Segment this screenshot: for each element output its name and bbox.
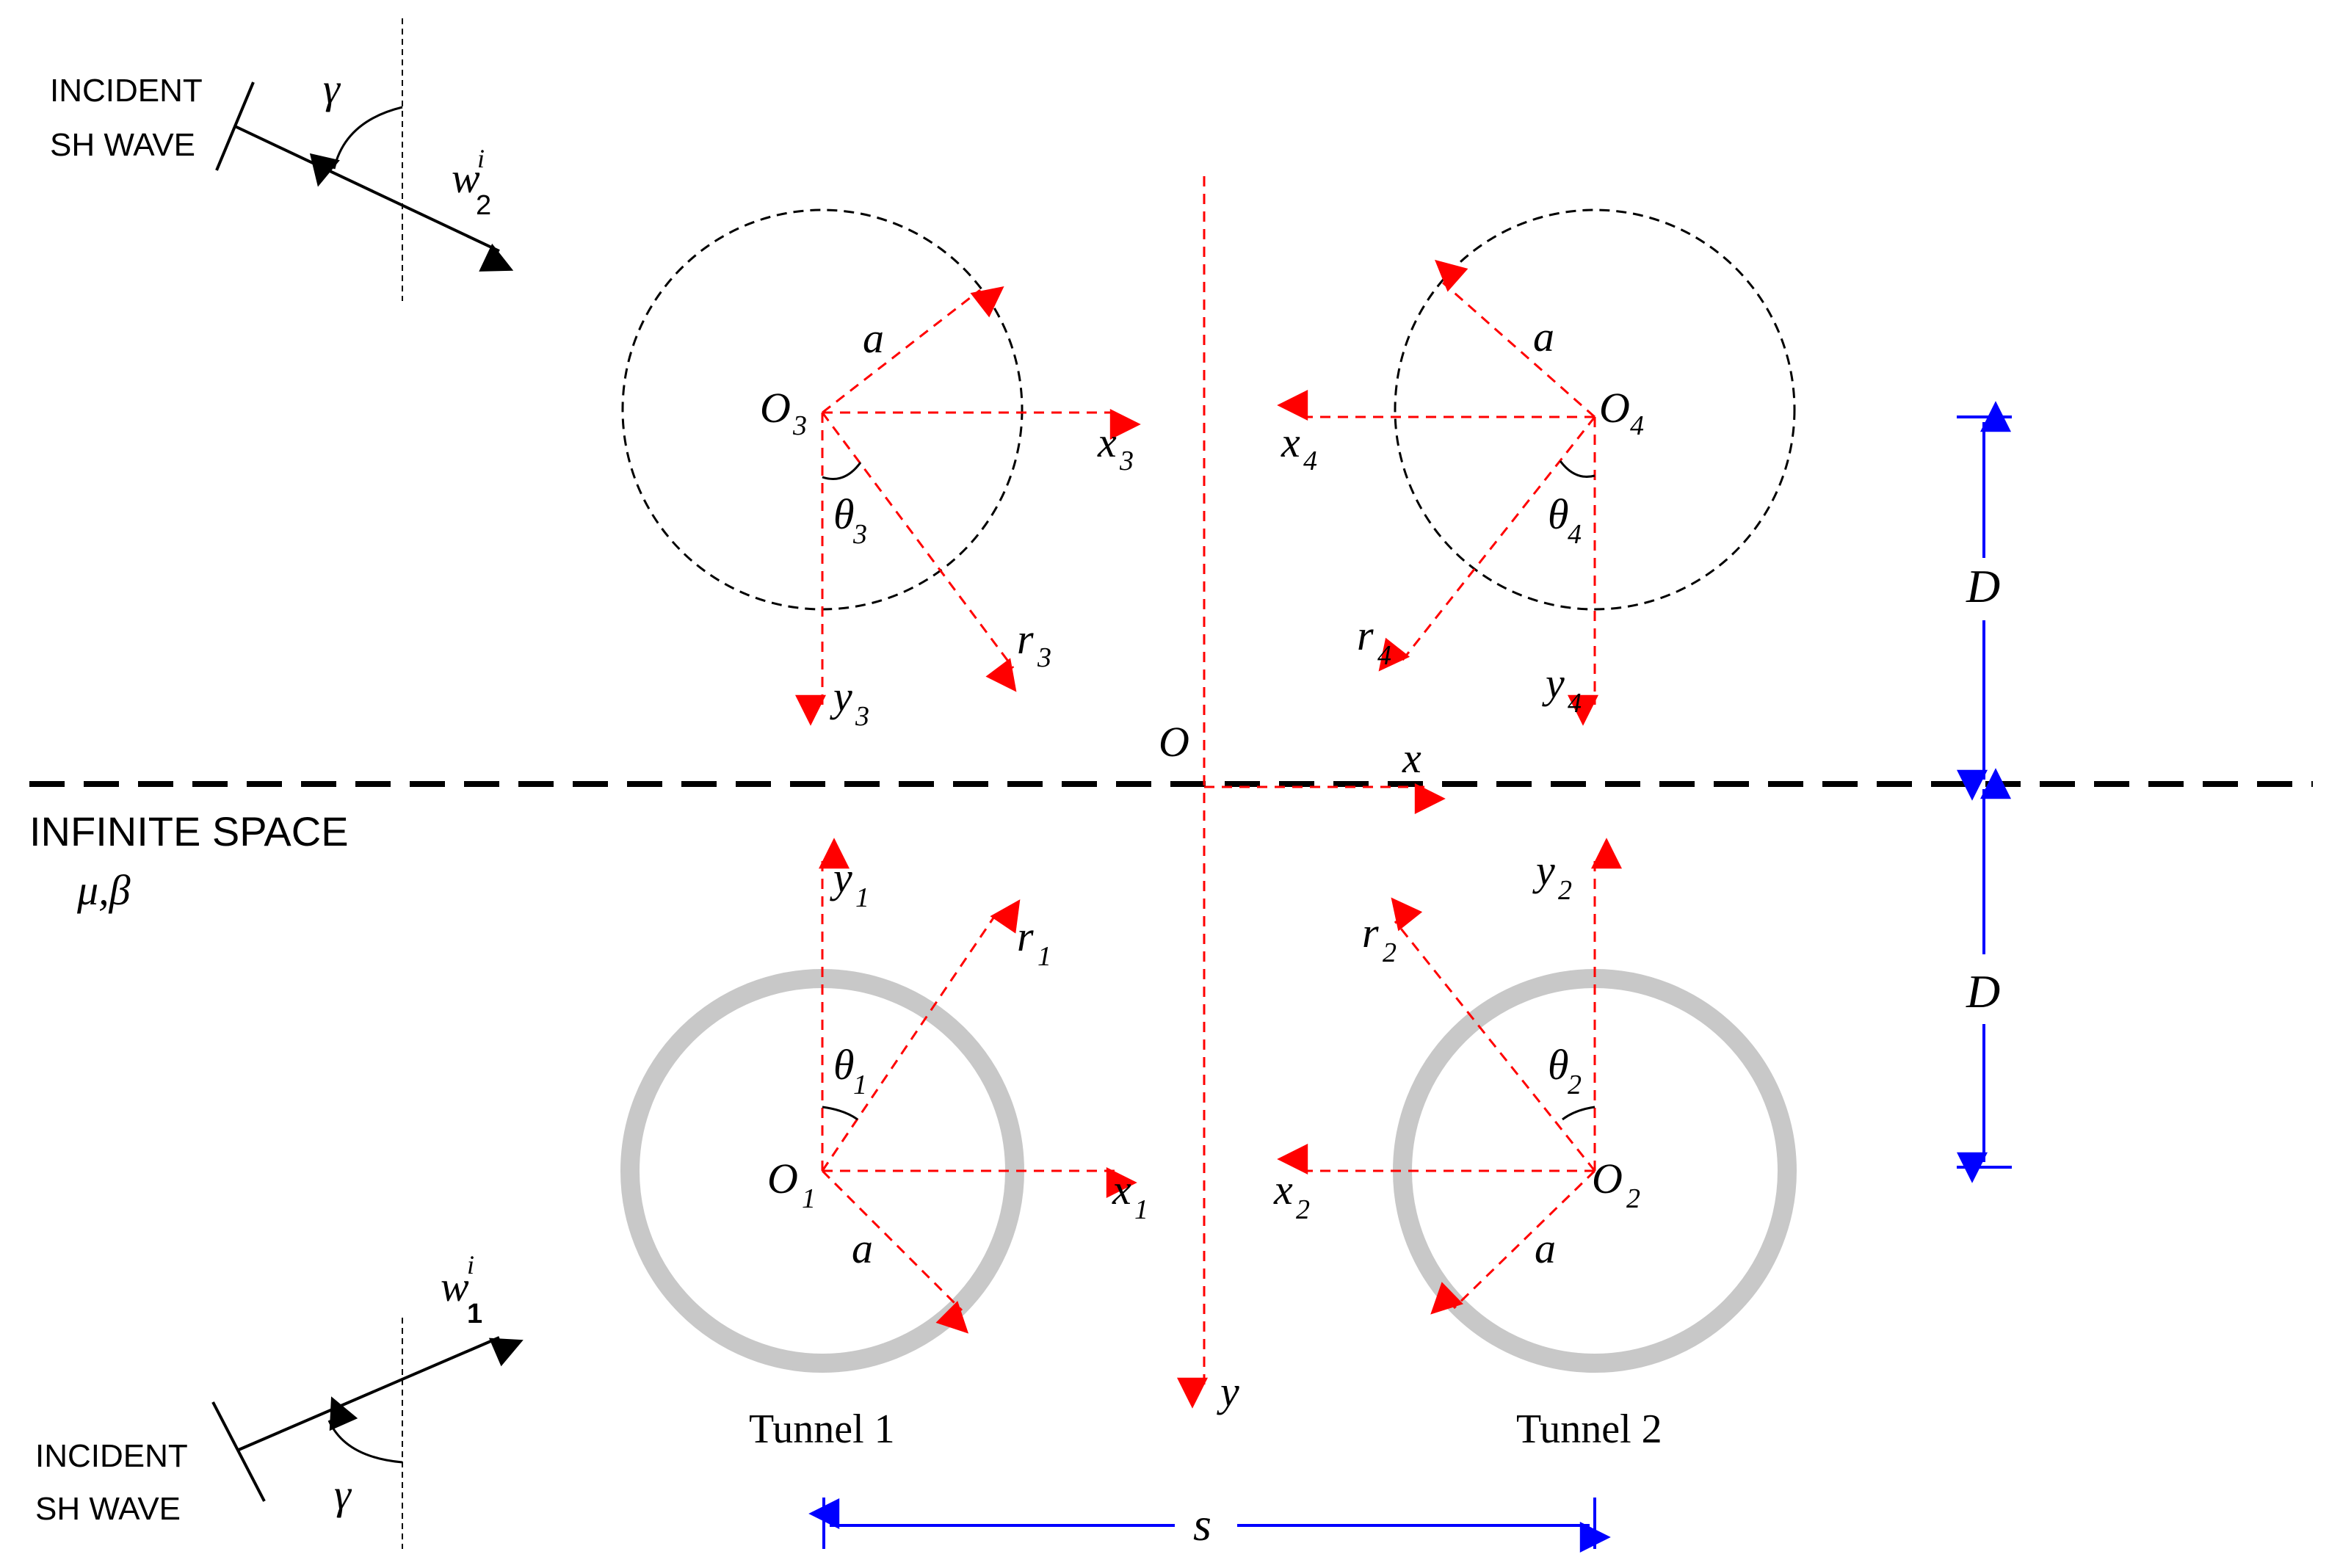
r2-sub: 2 bbox=[1383, 937, 1397, 968]
w-bottom-sub: 1 bbox=[467, 1299, 482, 1329]
x1-label: x bbox=[1112, 1166, 1131, 1213]
tunnel-1-caption: Tunnel 1 bbox=[749, 1407, 895, 1452]
theta-arc-4 bbox=[1559, 460, 1595, 478]
x-axis-label: x bbox=[1402, 734, 1421, 782]
incident-bottom-line1: INCIDENT bbox=[35, 1438, 188, 1474]
theta1-label: θ bbox=[833, 1041, 855, 1089]
x4-sub: 4 bbox=[1303, 446, 1317, 476]
y2-label: y bbox=[1532, 846, 1555, 894]
coord-system-3 bbox=[795, 286, 1141, 726]
O1-label: O bbox=[767, 1155, 798, 1202]
s-label: s bbox=[1193, 1498, 1211, 1550]
a-label-1: a bbox=[852, 1224, 873, 1272]
theta4-label: θ bbox=[1548, 490, 1569, 538]
r3-sub: 3 bbox=[1037, 642, 1051, 673]
O4-sub: 4 bbox=[1630, 410, 1644, 441]
y-axis-label: y bbox=[1217, 1368, 1239, 1415]
dimension-s bbox=[808, 1498, 1611, 1553]
theta2-sub: 2 bbox=[1568, 1070, 1582, 1100]
coord-system-2 bbox=[1277, 838, 1622, 1315]
O4-label: O bbox=[1599, 384, 1630, 432]
w-top: w bbox=[452, 154, 480, 202]
y1-sub: 1 bbox=[855, 882, 869, 913]
O2-sub: 2 bbox=[1626, 1183, 1640, 1214]
D-label-bottom: D bbox=[1966, 965, 2000, 1017]
incident-wave-top bbox=[215, 18, 514, 301]
incident-bottom-line2: SH WAVE bbox=[35, 1491, 181, 1527]
r1-label: r bbox=[1017, 912, 1034, 960]
x4-label: x bbox=[1281, 418, 1300, 466]
dimension-D bbox=[1957, 401, 2012, 1183]
x1-sub: 1 bbox=[1134, 1194, 1148, 1225]
x3-sub: 3 bbox=[1119, 446, 1134, 476]
tunnel-2-caption: Tunnel 2 bbox=[1516, 1407, 1662, 1452]
y1-label: y bbox=[830, 854, 852, 901]
gamma-bottom: γ bbox=[334, 1470, 352, 1518]
coord-system-1 bbox=[819, 838, 1137, 1334]
coord-system-4 bbox=[1277, 259, 1598, 726]
x2-sub: 2 bbox=[1296, 1194, 1310, 1225]
theta2-label: θ bbox=[1548, 1041, 1569, 1089]
a-label-2: a bbox=[1535, 1224, 1556, 1272]
r4-label: r bbox=[1357, 611, 1374, 659]
theta-arc-3 bbox=[822, 462, 862, 480]
tunnel-1-lining bbox=[620, 969, 1024, 1373]
incident-top-line2: SH WAVE bbox=[50, 127, 195, 163]
O3-sub: 3 bbox=[792, 410, 807, 441]
material-label: μ,β bbox=[76, 866, 131, 914]
theta3-sub: 3 bbox=[852, 519, 867, 550]
w-top-sup: i bbox=[477, 144, 485, 173]
x2-label: x bbox=[1273, 1166, 1293, 1213]
O3-label: O bbox=[760, 384, 791, 432]
incident-top-line1: INCIDENT bbox=[50, 73, 203, 109]
r1-sub: 1 bbox=[1037, 941, 1051, 972]
incident-wave-bottom bbox=[211, 1318, 524, 1549]
theta1-sub: 1 bbox=[853, 1070, 867, 1100]
r3-label: r bbox=[1017, 615, 1034, 663]
labels-1: O 1 x 1 y 1 r 1 θ 1 a bbox=[767, 854, 1148, 1272]
theta-arc-1 bbox=[822, 1106, 858, 1121]
y3-sub: 3 bbox=[855, 701, 869, 732]
O2-label: O bbox=[1592, 1155, 1623, 1202]
y3-label: y bbox=[830, 672, 852, 720]
w-bottom: w bbox=[441, 1263, 469, 1310]
a-label-4: a bbox=[1533, 313, 1554, 360]
tunnel-2-lining bbox=[1393, 969, 1797, 1373]
theta3-label: θ bbox=[833, 490, 855, 538]
origin-label: O bbox=[1159, 718, 1189, 766]
y2-sub: 2 bbox=[1558, 875, 1572, 906]
labels-2: O 2 x 2 y 2 r 2 θ 2 a bbox=[1273, 846, 1640, 1272]
labels-4: O 4 x 4 y 4 r 4 θ 4 a bbox=[1281, 313, 1644, 719]
r2-label: r bbox=[1362, 909, 1379, 957]
x3-label: x bbox=[1097, 418, 1117, 466]
image-circle-3 bbox=[621, 208, 1024, 611]
w-top-sub: 2 bbox=[476, 190, 491, 221]
infinite-space-label: INFINITE SPACE bbox=[29, 808, 349, 854]
y4-sub: 4 bbox=[1568, 688, 1582, 719]
image-circle-4 bbox=[1394, 208, 1796, 611]
theta-arc-2 bbox=[1562, 1106, 1595, 1121]
w-bottom-sup: i bbox=[467, 1250, 474, 1280]
labels-3: O 3 x 3 y 3 r 3 θ 3 a bbox=[760, 314, 1134, 732]
D-label-top: D bbox=[1966, 560, 2000, 612]
theta4-sub: 4 bbox=[1568, 519, 1582, 550]
gamma-top: γ bbox=[323, 65, 341, 112]
y4-label: y bbox=[1542, 659, 1565, 707]
O1-sub: 1 bbox=[802, 1183, 816, 1214]
r4-sub: 4 bbox=[1377, 640, 1391, 671]
a-label-3: a bbox=[863, 314, 884, 362]
